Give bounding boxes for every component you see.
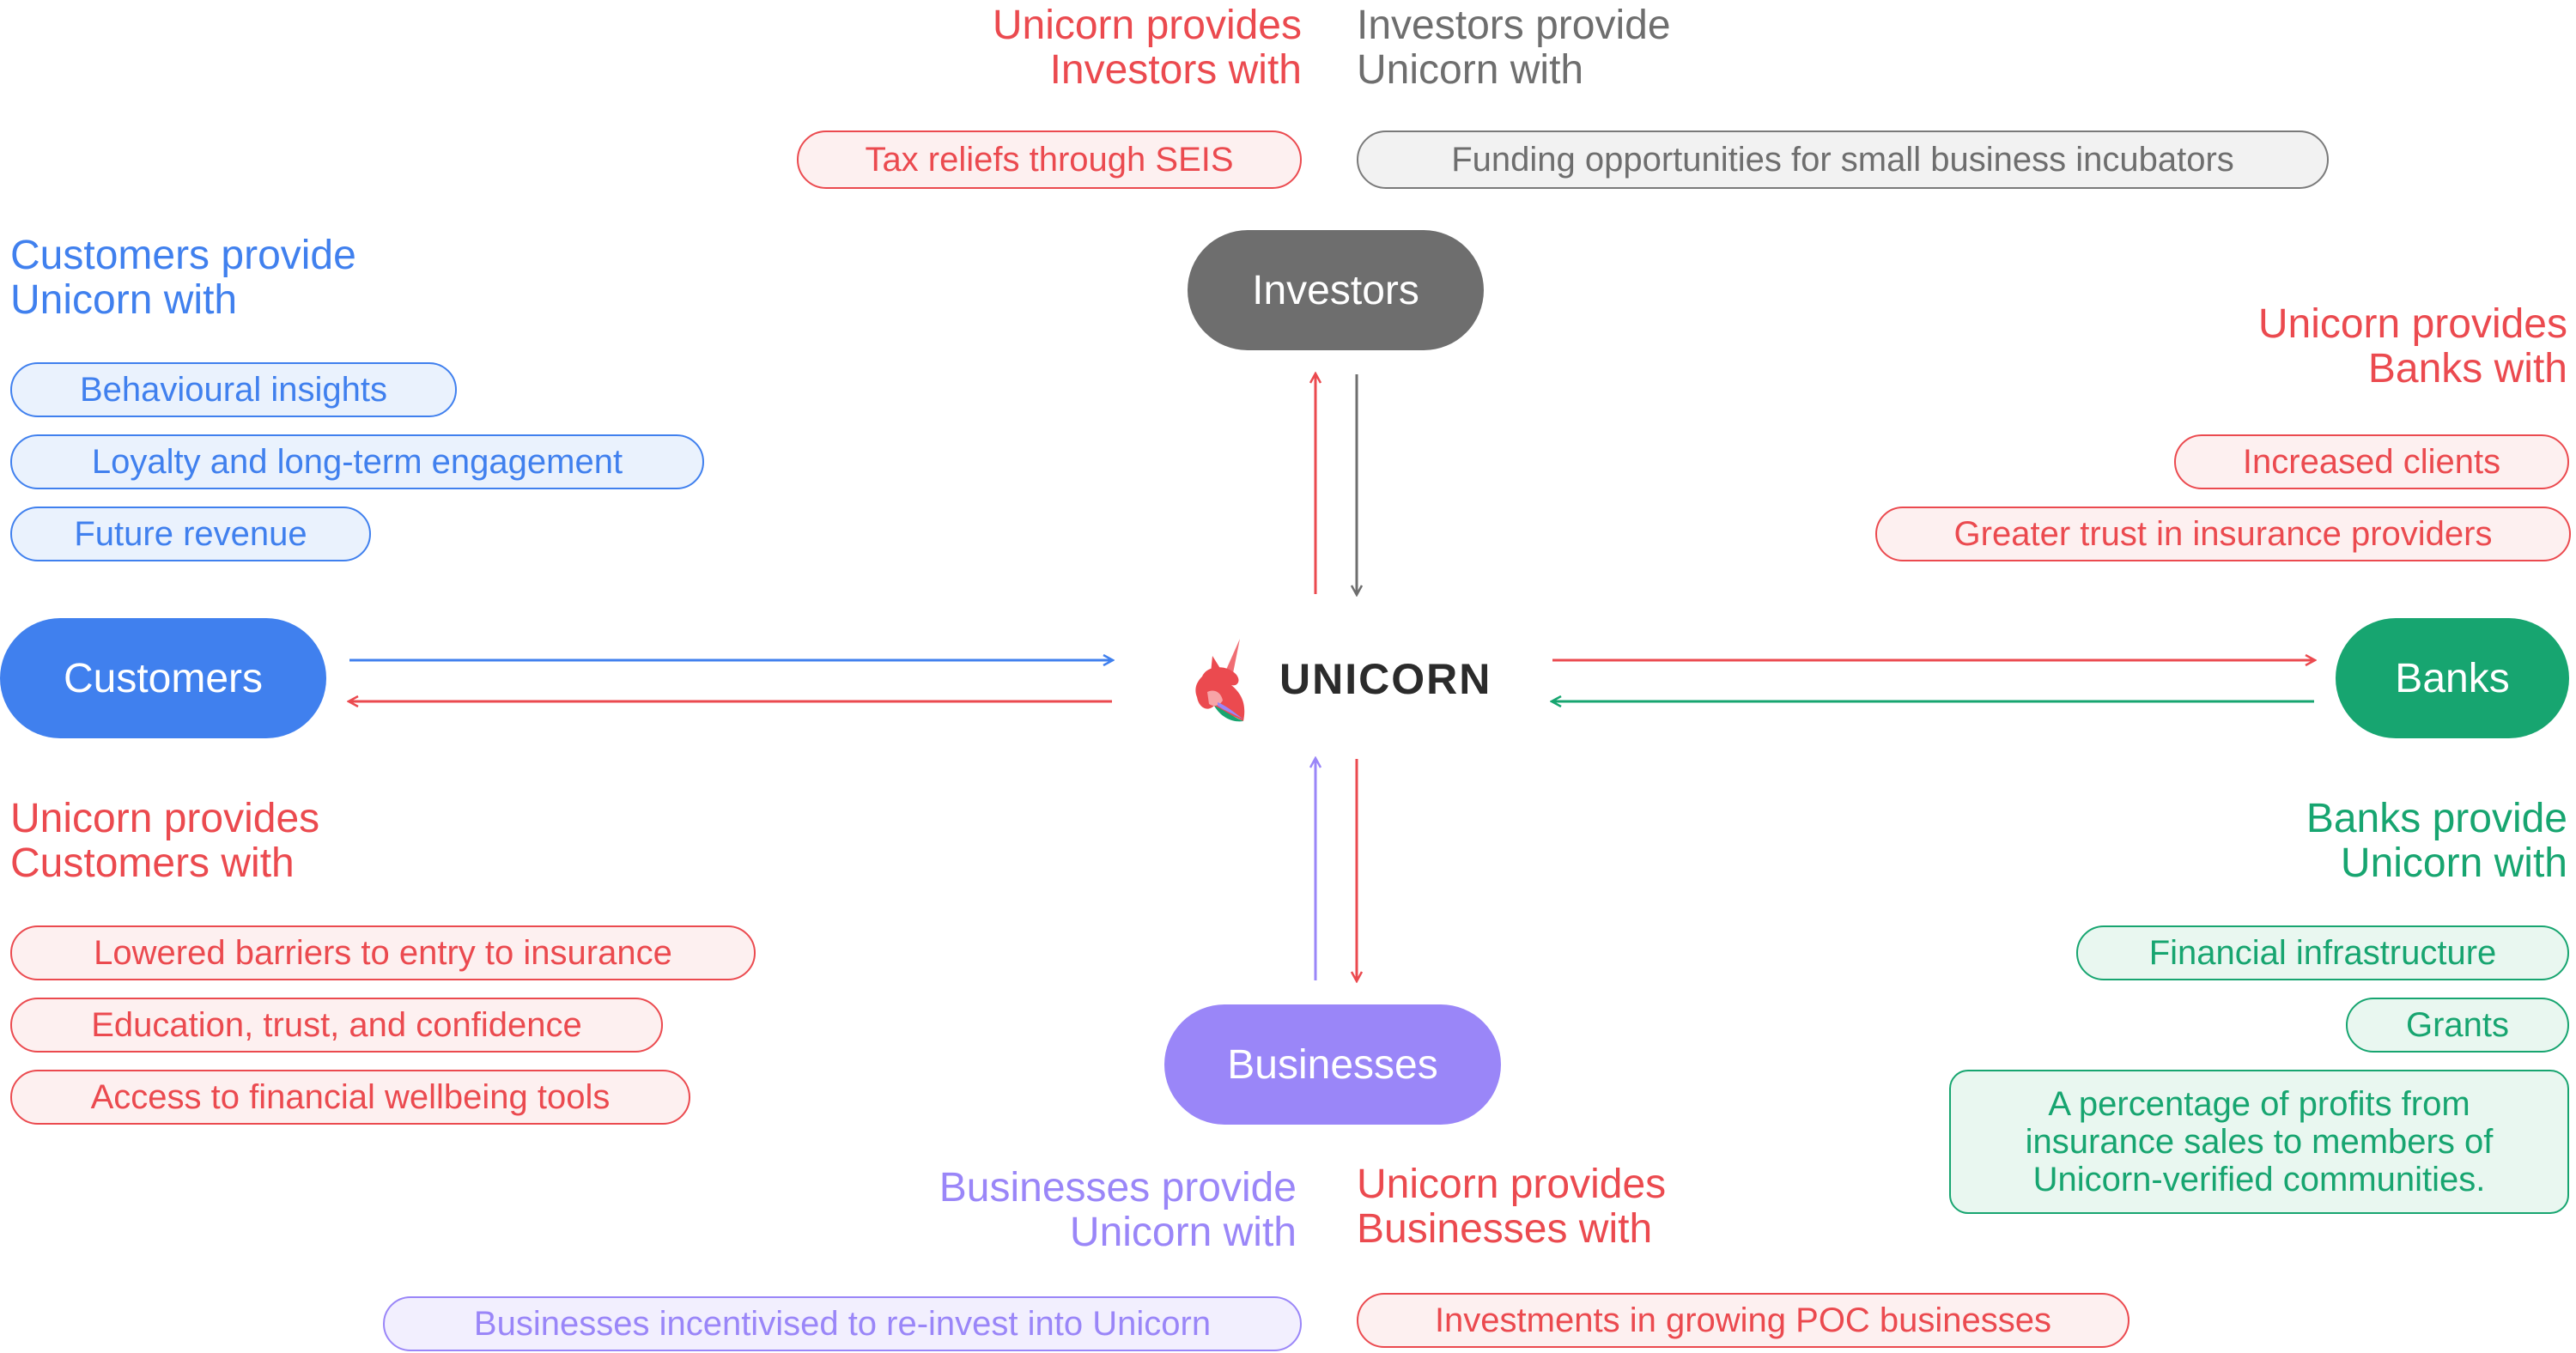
- unicorn-provides-customers-heading: Unicorn provides Customers with: [10, 796, 320, 886]
- businesses-contribution-pill: Businesses incentivised to re-invest int…: [383, 1296, 1302, 1351]
- businesses-benefit-pill: Investments in growing POC businesses: [1357, 1293, 2129, 1348]
- unicorn-head-icon: [1195, 639, 1245, 722]
- investors-benefit-pill: Tax reliefs through SEIS: [797, 130, 1302, 189]
- investors-node: Investors: [1188, 230, 1484, 350]
- banks-benefit-pill: Increased clients: [2174, 434, 2569, 489]
- customers-provide-heading: Customers provide Unicorn with: [10, 233, 356, 323]
- banks-contribution-pill: Financial infrastructure: [2076, 925, 2569, 980]
- customers-benefit-pill: Access to financial wellbeing tools: [10, 1070, 690, 1125]
- customers-node: Customers: [0, 618, 326, 738]
- unicorn-logo: [1185, 632, 1262, 728]
- investors-contribution-pill: Funding opportunities for small business…: [1357, 130, 2329, 189]
- unicorn-provides-businesses-heading: Unicorn provides Businesses with: [1357, 1162, 1667, 1252]
- banks-benefit-pill: Greater trust in insurance providers: [1875, 507, 2571, 561]
- customers-contribution-pill: Loyalty and long-term engagement: [10, 434, 704, 489]
- businesses-node: Businesses: [1164, 1004, 1501, 1125]
- investors-provide-heading: Investors provide Unicorn with: [1357, 3, 1671, 93]
- unicorn-wordmark: UNICORN: [1279, 655, 1492, 703]
- banks-node: Banks: [2336, 618, 2569, 738]
- banks-contribution-pill: A percentage of profits from insurance s…: [1949, 1070, 2569, 1214]
- customers-benefit-pill: Lowered barriers to entry to insurance: [10, 925, 756, 980]
- unicorn-provides-investors-heading: Unicorn provides Investors with: [992, 3, 1302, 93]
- customers-contribution-pill: Future revenue: [10, 507, 371, 561]
- banks-provide-heading: Banks provide Unicorn with: [2306, 796, 2567, 886]
- businesses-provide-heading: Businesses provide Unicorn with: [939, 1165, 1297, 1255]
- customers-benefit-pill: Education, trust, and confidence: [10, 998, 663, 1053]
- unicorn-provides-banks-heading: Unicorn provides Banks with: [2257, 301, 2567, 391]
- banks-contribution-pill: Grants: [2346, 998, 2569, 1053]
- customers-contribution-pill: Behavioural insights: [10, 362, 457, 417]
